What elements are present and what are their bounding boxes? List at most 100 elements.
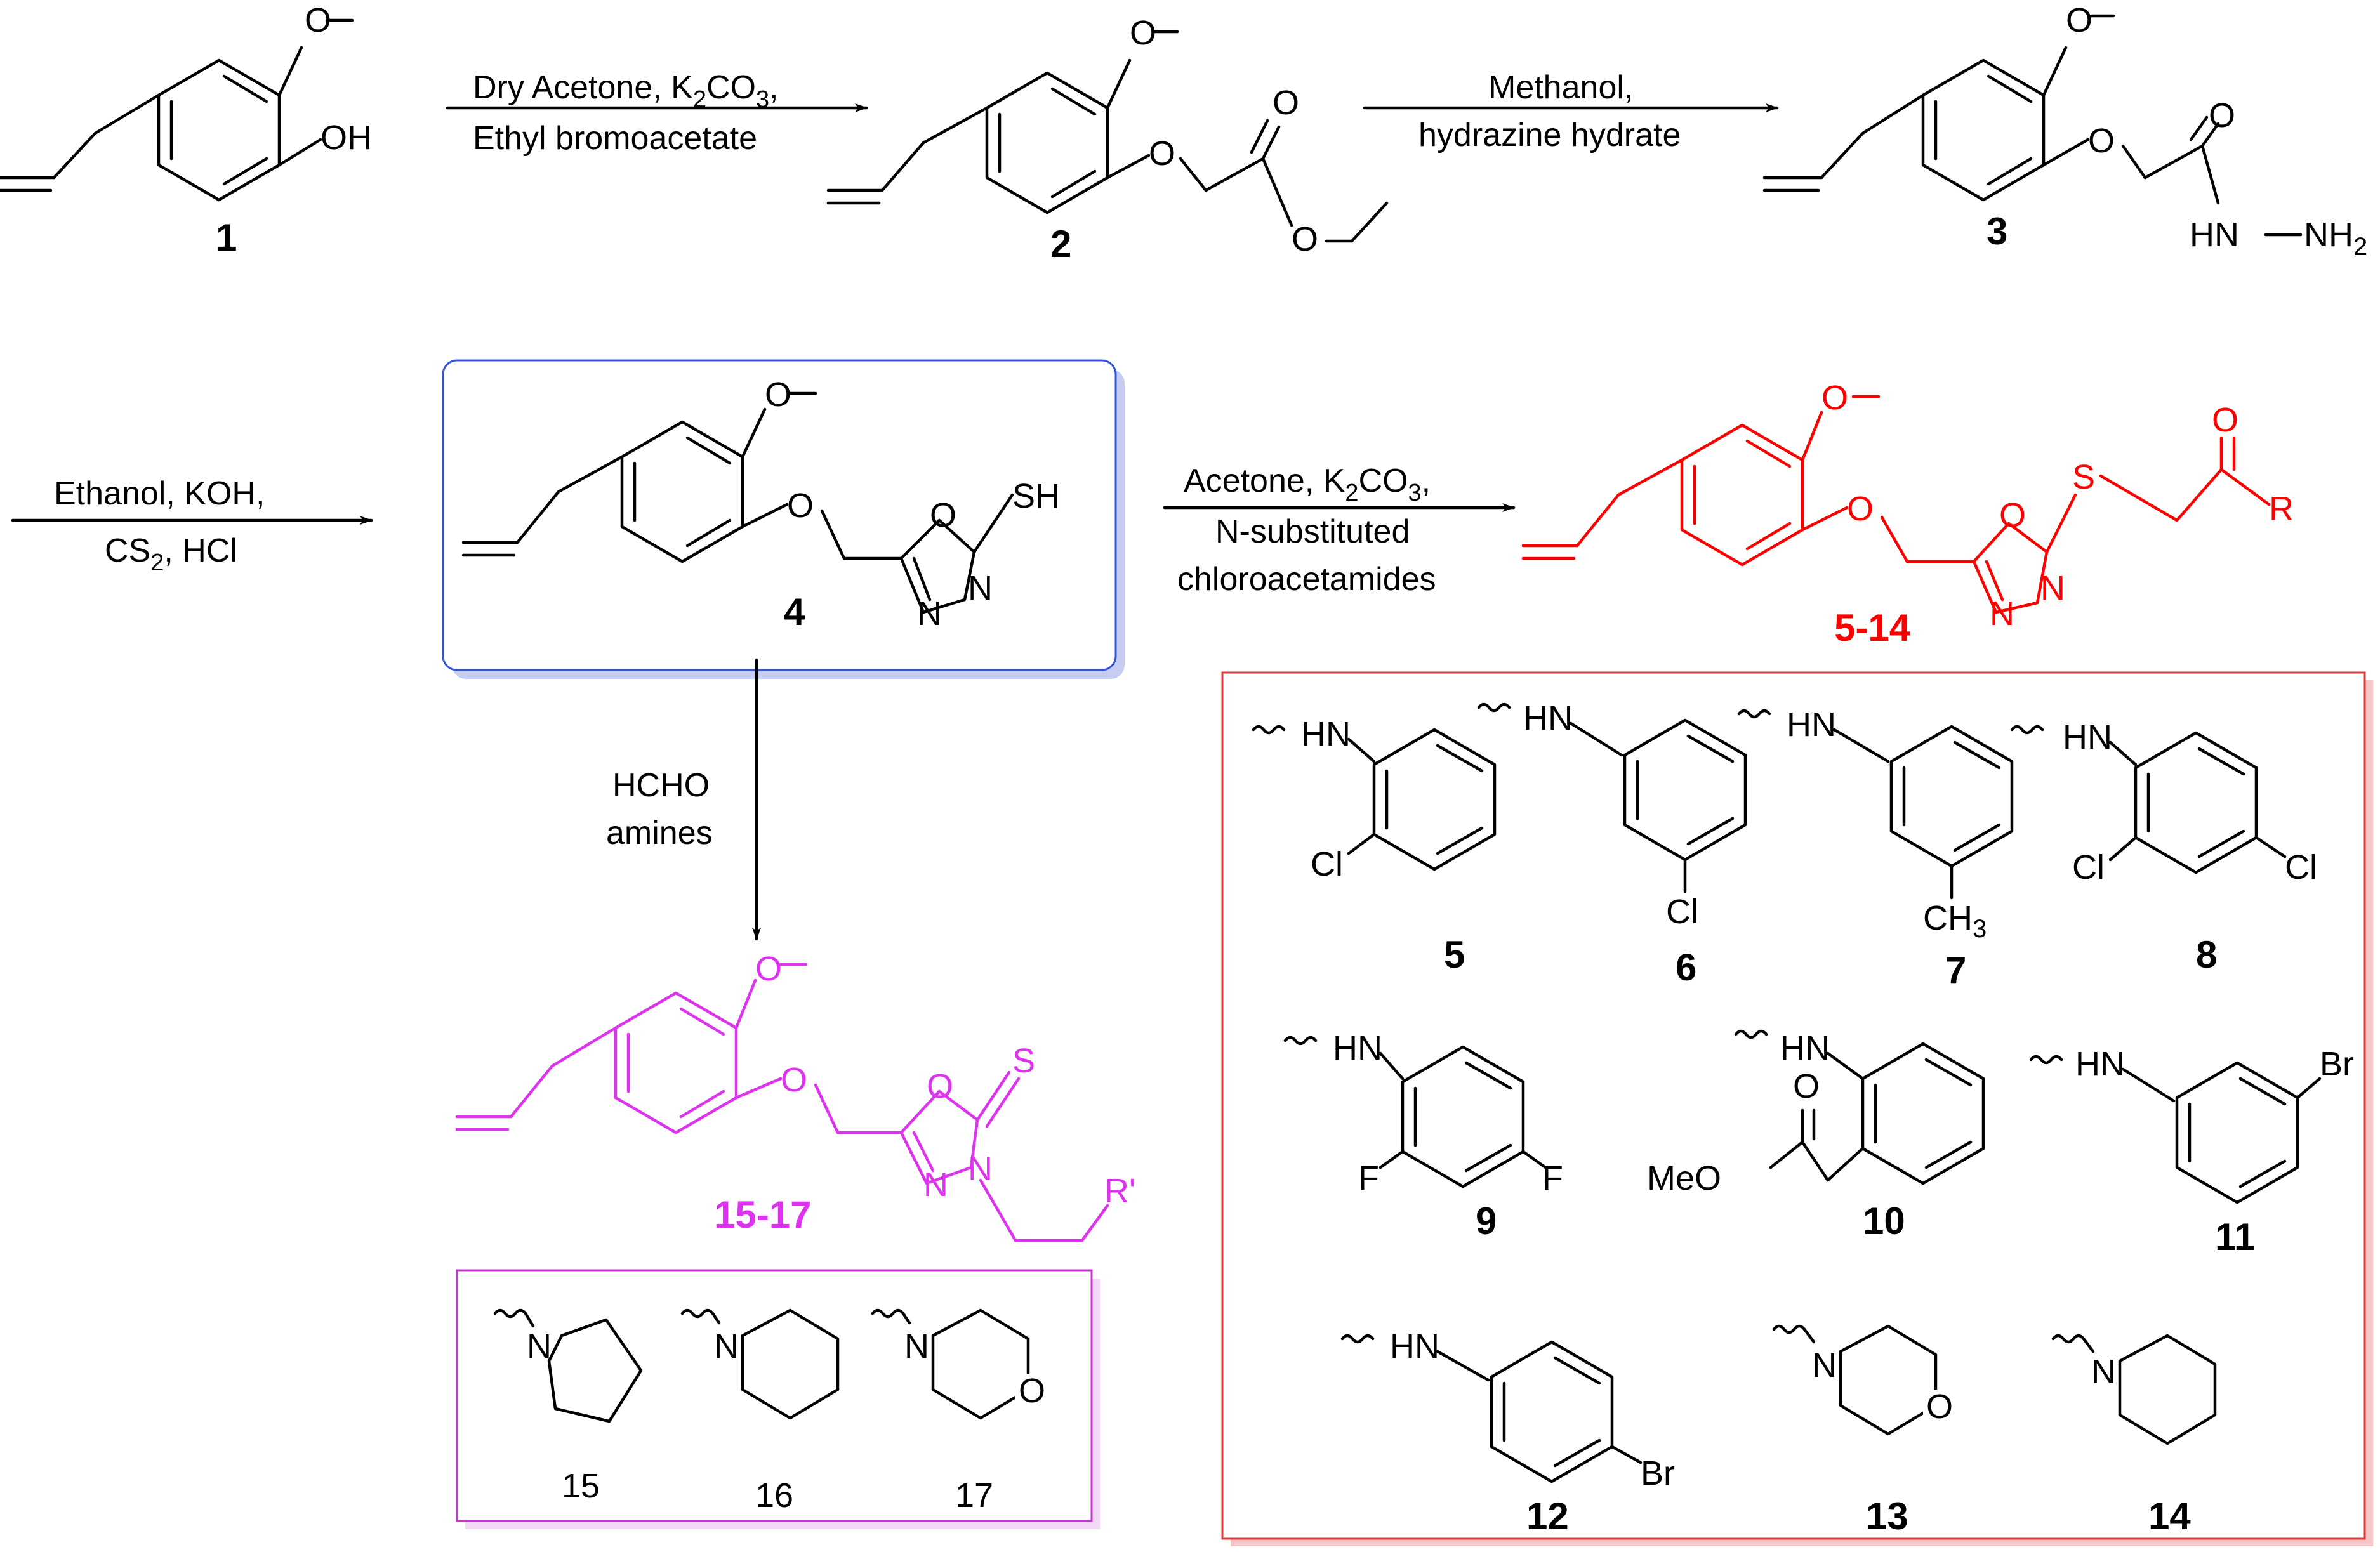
substituent-15-label: 15 bbox=[562, 1467, 600, 1505]
atom-hn: HN bbox=[2063, 718, 2112, 756]
atom-n: N bbox=[714, 1327, 739, 1365]
substituent-12: HN Br 12 bbox=[1340, 1327, 1675, 1537]
atom-o: O bbox=[765, 376, 791, 414]
atom-o: O bbox=[781, 1061, 807, 1099]
compound-4-box bbox=[442, 359, 1117, 671]
atom-o: O bbox=[787, 487, 814, 525]
substituent-7: HN CH3 7 bbox=[1737, 706, 2014, 992]
substituent-17-label: 17 bbox=[955, 1476, 993, 1515]
substituent-17: N O 17 bbox=[871, 1308, 1045, 1515]
compound-1-structure: O OH 1 bbox=[0, 1, 372, 259]
atom-hn: HN bbox=[2075, 1045, 2125, 1083]
atom-o: O bbox=[1019, 1372, 1045, 1410]
atom-n: N bbox=[904, 1327, 929, 1365]
atom-o: O bbox=[305, 1, 331, 39]
atom-f: F bbox=[1358, 1159, 1379, 1197]
reagent-step2-line2: hydrazine hydrate bbox=[1418, 117, 1681, 154]
atom-sh: SH bbox=[1012, 477, 1060, 515]
reagent-step5-line1: HCHO bbox=[612, 767, 710, 804]
atom-n: N bbox=[2091, 1353, 2116, 1391]
substituent-10: HN O MeO 10 bbox=[1647, 1029, 1985, 1242]
atom-n: N bbox=[527, 1327, 552, 1365]
atom-s: S bbox=[1012, 1042, 1035, 1080]
atom-o: O bbox=[755, 950, 782, 988]
substituent-9: HN F F 9 bbox=[1283, 1029, 1563, 1242]
atom-o: O bbox=[1847, 490, 1874, 528]
atom-cl: Cl bbox=[2072, 848, 2105, 886]
compound-5-14-label: 5-14 bbox=[1834, 607, 1911, 649]
atom-oh: OH bbox=[321, 119, 372, 157]
compound-4-label: 4 bbox=[784, 591, 805, 633]
substituent-10-label: 10 bbox=[1863, 1200, 1905, 1242]
atom-n: N bbox=[2040, 569, 2065, 607]
atom-cl: Cl bbox=[1311, 845, 1343, 883]
atom-s: S bbox=[2072, 458, 2095, 496]
atom-r: R bbox=[2269, 490, 2294, 528]
reagent-step3-line1: Ethanol, KOH, bbox=[54, 475, 265, 512]
atom-hn: HN bbox=[1523, 699, 1573, 737]
substituent-9-label: 9 bbox=[1476, 1200, 1497, 1242]
reagent-step2-line1: Methanol, bbox=[1488, 69, 1633, 106]
atom-o: O bbox=[1292, 220, 1318, 258]
substituent-11: HN Br 11 bbox=[2029, 1045, 2354, 1258]
atom-n: N bbox=[1812, 1346, 1837, 1384]
atom-f: F bbox=[1542, 1159, 1563, 1197]
compound-5-14-structure: O O O S O R N N 5-14 bbox=[1521, 379, 2294, 649]
red-box bbox=[1221, 671, 2366, 1540]
compound-2-structure: O O O O 2 bbox=[826, 14, 1389, 265]
atom-meo: MeO bbox=[1647, 1159, 1721, 1197]
compound-2-label: 2 bbox=[1050, 223, 1071, 265]
atom-nh2: NH2 bbox=[2304, 216, 2367, 261]
atom-r-prime: R' bbox=[1104, 1172, 1135, 1210]
atom-hn: HN bbox=[1787, 706, 1836, 744]
substituent-7-label: 7 bbox=[1945, 949, 1966, 992]
substituent-8-label: 8 bbox=[2196, 933, 2217, 976]
compound-4-structure: O O O SH N N 4 bbox=[461, 376, 1060, 633]
compound-3-structure: O O O HN NH2 3 bbox=[1762, 1, 2367, 261]
reagent-step1-line2: Ethyl bromoacetate bbox=[473, 120, 757, 157]
atom-br: Br bbox=[1641, 1454, 1675, 1492]
atom-n: N bbox=[968, 569, 993, 607]
substituent-16-label: 16 bbox=[755, 1476, 793, 1515]
atom-o: O bbox=[2066, 1, 2092, 39]
atom-o: O bbox=[1149, 135, 1175, 173]
atom-n: N bbox=[923, 1166, 948, 1204]
compound-3-label: 3 bbox=[1987, 210, 2007, 253]
substituent-13: N O 13 bbox=[1772, 1324, 1953, 1537]
reagent-step4-line3: chloroacetamides bbox=[1177, 561, 1436, 598]
reagent-step4-line2: N-substituted bbox=[1215, 513, 1410, 550]
substituent-5: HN Cl 5 bbox=[1252, 715, 1497, 976]
atom-n: N bbox=[917, 595, 942, 633]
compound-1-label: 1 bbox=[216, 216, 237, 259]
atom-n: N bbox=[1990, 595, 2014, 633]
atom-o: O bbox=[2212, 401, 2238, 439]
atom-cl: Cl bbox=[2285, 848, 2317, 886]
substituent-8: HN Cl Cl 8 bbox=[2010, 718, 2317, 976]
atom-o: O bbox=[2209, 96, 2235, 135]
atom-o: O bbox=[927, 1067, 953, 1105]
atom-o: O bbox=[1926, 1388, 1953, 1426]
substituent-6: HN Cl 6 bbox=[1477, 699, 1747, 989]
atom-ch3: CH3 bbox=[1923, 899, 1987, 943]
substituent-11-label: 11 bbox=[2215, 1216, 2255, 1258]
substituent-14: N 14 bbox=[2051, 1334, 2217, 1537]
atom-hn: HN bbox=[1301, 715, 1351, 753]
substituent-12-label: 12 bbox=[1526, 1495, 1569, 1537]
atom-o: O bbox=[1130, 14, 1156, 52]
atom-cl: Cl bbox=[1666, 893, 1698, 931]
reagent-step1-line1: Dry Acetone, K2CO3, bbox=[473, 69, 779, 113]
atom-br: Br bbox=[2320, 1045, 2354, 1083]
reagent-step3-line2: CS2, HCl bbox=[105, 532, 237, 576]
atom-o: O bbox=[1821, 379, 1848, 417]
substituent-13-label: 13 bbox=[1866, 1495, 1908, 1537]
atom-o: O bbox=[2088, 122, 2115, 160]
reagent-step4-line1: Acetone, K2CO3, bbox=[1184, 463, 1431, 506]
substituent-14-label: 14 bbox=[2148, 1495, 2191, 1537]
atom-hn: HN bbox=[1333, 1029, 1382, 1067]
atom-o: O bbox=[930, 496, 956, 534]
atom-o: O bbox=[1273, 84, 1299, 122]
atom-hn: HN bbox=[1780, 1029, 1830, 1067]
atom-o: O bbox=[1793, 1067, 1820, 1105]
substituent-15: N 15 bbox=[493, 1308, 643, 1505]
